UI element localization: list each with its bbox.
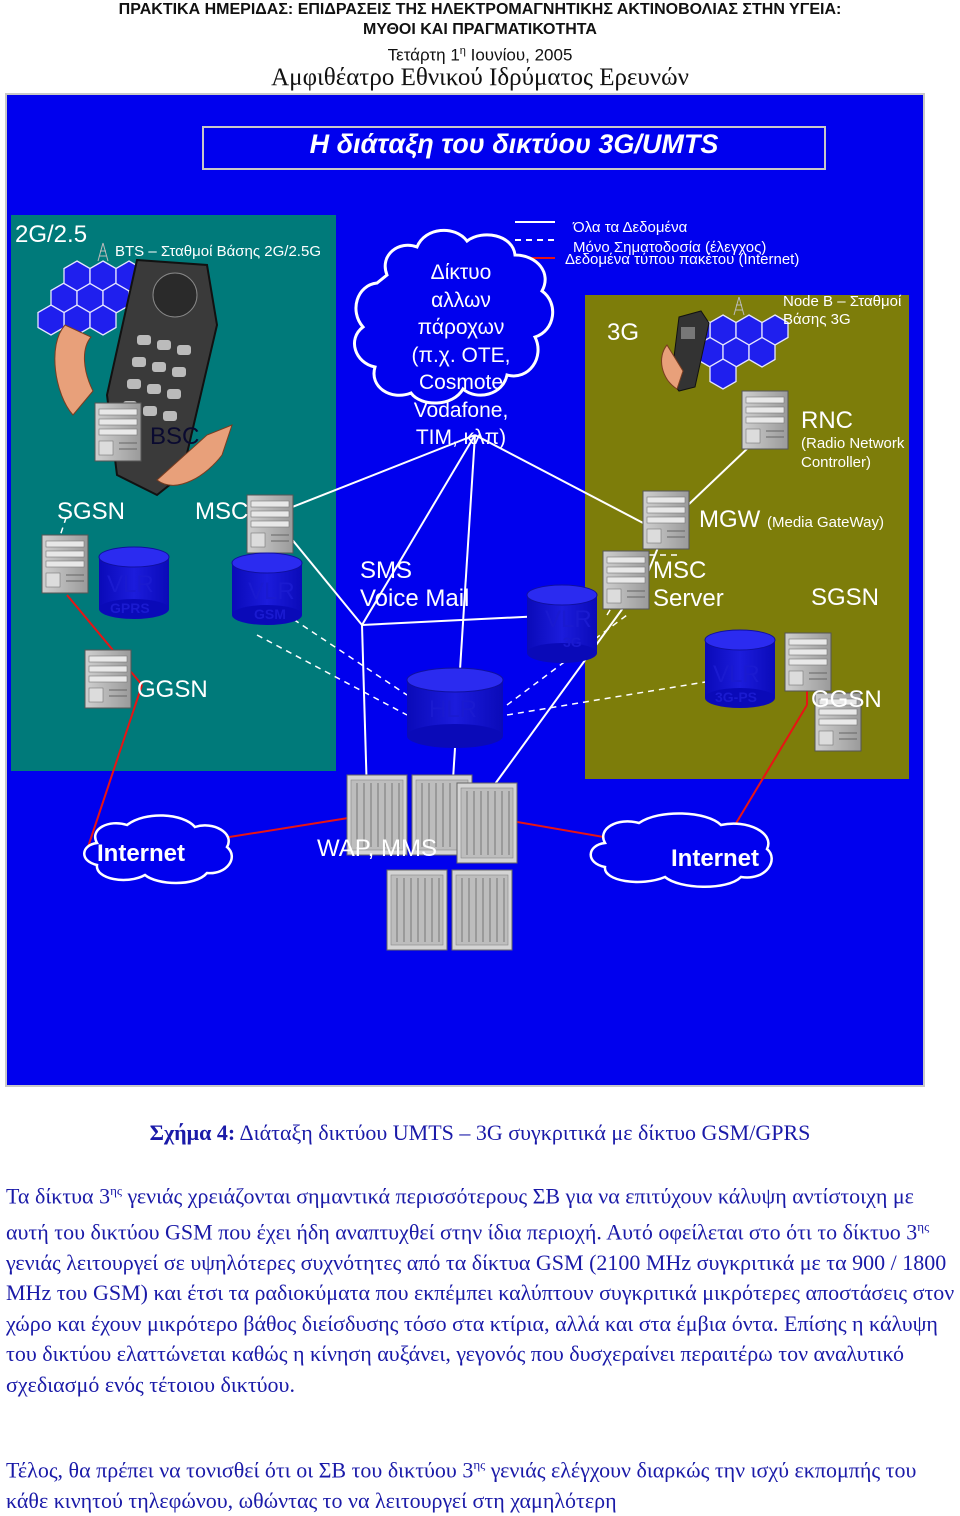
caption-bold: Σχήμα 4:: [149, 1120, 236, 1145]
diagram-graphics: [11, 126, 909, 951]
mgw-server-image: [642, 490, 690, 550]
rnc-sub-1: (Radio Network: [801, 435, 905, 452]
bsc-label: BSC: [150, 423, 200, 450]
cloud-internet-left: [83, 814, 233, 885]
internet-right-label: Internet: [671, 845, 760, 872]
rnc-sub-2: Controller): [801, 454, 872, 471]
mms-rack-1: [386, 869, 448, 951]
title-box: [202, 126, 826, 170]
p1-part-1: Τα δίκτυα 3: [6, 1183, 111, 1209]
region-3g-label: 3G: [607, 319, 640, 346]
wap-mms-label: WAP, MMS: [317, 835, 438, 862]
vlr-3g-sub: 3G: [563, 634, 582, 650]
sms-label: SMS: [360, 557, 413, 584]
bsc-server-image: [94, 402, 142, 462]
paragraph-2: Τέλος, θα πρέπει να τονισθεί ότι οι ΣΒ τ…: [6, 1450, 956, 1516]
legend-all-data: Όλα τα Δεδομένα: [573, 219, 688, 236]
vlr-3g-ps-sub: 3G-PS: [715, 689, 758, 705]
hlr-label: HLR: [429, 696, 478, 723]
vlr-gprs-label: VLR: [107, 571, 154, 598]
nodeb-label-2: Βάσης 3G: [783, 311, 851, 328]
msc-server-label-1: MSC: [653, 557, 707, 584]
cloud-line-3: πάροχων: [417, 316, 505, 339]
db-hlr: [406, 667, 504, 748]
header-date: Τετάρτη 1η Ιουνίου, 2005: [387, 45, 573, 65]
nodeb-label-1: Node B – Σταθμοί: [783, 293, 902, 310]
caption-rest: Διάταξη δικτύου UMTS – 3G συγκριτικά με …: [235, 1120, 811, 1145]
vlr-gsm-sub: GSM: [254, 606, 286, 622]
cloud-line-4: (π.χ. ΟΤΕ,: [411, 343, 511, 367]
db-vlr-3g-ps: [704, 629, 776, 708]
mgw-sub: (Media GateWay): [766, 514, 884, 531]
vlr-3g-ps-label: VLR: [713, 661, 760, 688]
internet-left-label: Internet: [97, 840, 186, 867]
msc-server-3g-image: [602, 550, 650, 610]
cloud-line-1: Δίκτυο: [430, 261, 492, 284]
header-line-2: ΜΥΘΟΙ ΚΑΙ ΠΡΑΓΜΑΤΙΚΟΤΗΤΑ: [363, 21, 597, 38]
p1-sup-2: ης: [917, 1218, 930, 1234]
mgw-text: MGW: [699, 506, 761, 533]
p1-part-2: γενιάς χρειάζονται σημαντικά περισσότερο…: [6, 1183, 918, 1245]
p2-sup-1: ης: [473, 1457, 486, 1472]
diagram-title: Η διάταξη του δικτύου 3G/UMTS: [309, 129, 719, 159]
msc-server-label-2: Server: [653, 585, 724, 612]
region-2g-label: 2G/2.5: [15, 221, 88, 248]
umts-network-diagram: Η διάταξη του δικτύου 3G/UMTS Όλα τα Δεδ…: [5, 93, 925, 1087]
phone-3g-image: [661, 310, 710, 392]
vlr-gsm-label: VLR: [248, 578, 295, 605]
cloud-other-operators: [353, 228, 555, 405]
rnc-server-image: [741, 390, 789, 450]
mgw-label: MGW (Media GateWay): [699, 506, 884, 534]
cloud-line-7: TIM, κλπ): [415, 426, 507, 449]
rnc-label: RNC: [801, 407, 853, 434]
p1-sup-1: ης: [110, 1183, 123, 1198]
cloud-line-6: Vodafone,: [413, 398, 509, 422]
bts-label: BTS – Σταθμοί Βάσης 2G/2.5G: [115, 243, 321, 260]
ggsn-3g-label: GGSN: [811, 686, 882, 713]
header-line-1: ΠΡΑΚΤΙΚΑ ΗΜΕΡΙΔΑΣ: ΕΠΙΔΡΑΣΕΙΣ ΤΗΣ ΗΛΕΚΤΡ…: [118, 1, 842, 18]
p2-part-2: γενιάς ελέγχουν διαρκώς την ισχύ εκπομπή…: [6, 1457, 917, 1513]
db-vlr-gsm: [231, 552, 303, 625]
msc-server-image: [246, 494, 294, 554]
sgsn-3g-label: SGSN: [811, 584, 880, 611]
paragraph-1: Τα δίκτυα 3ης γενιάς χρειάζονται σημαντι…: [6, 1176, 956, 1400]
db-vlr-3g: [526, 584, 598, 663]
sgsn-2g-label: SGSN: [57, 498, 126, 525]
voicemail-label: Voice Mail: [360, 585, 470, 612]
ggsn-2g-server-image: [84, 649, 132, 709]
mms-rack-2: [451, 869, 513, 951]
cloud-internet-right: [589, 812, 773, 888]
cloud-line-5: Cosmote: [418, 371, 504, 394]
wap-rack-3: [456, 782, 518, 864]
sgsn-3g-server-image: [784, 632, 832, 692]
cloud-text: Δίκτυο αλλων πάροχων (π.χ. ΟΤΕ, Cosmote …: [363, 259, 559, 452]
msc-2g-label: MSC: [195, 498, 249, 525]
p1-part-3: γενιάς λειτουργεί σε υψηλότερες συχνότητ…: [6, 1249, 955, 1397]
vlr-3g-label: VLR: [545, 606, 592, 633]
db-vlr-gprs: [98, 546, 170, 619]
header-venue: Αμφιθέατρο Εθνικού Ιδρύματος Ερευνών: [271, 64, 689, 91]
p2-part-1: Τέλος, θα πρέπει να τονισθεί ότι οι ΣΒ τ…: [6, 1457, 474, 1483]
legend-packet: Δεδομένα τύπου πακέτου (Internet): [565, 251, 800, 268]
figure-caption: Σχήμα 4: Διάταξη δικτύου UMTS – 3G συγκρ…: [0, 1120, 960, 1146]
cloud-line-2: αλλων: [431, 288, 491, 312]
vlr-gprs-sub: GPRS: [110, 600, 150, 616]
sgsn-2g-server-image: [41, 534, 89, 594]
ggsn-2g-label: GGSN: [137, 676, 208, 703]
legend-signaling: Μόνο Σηματοδοσία (έλεγχος): [573, 239, 767, 256]
